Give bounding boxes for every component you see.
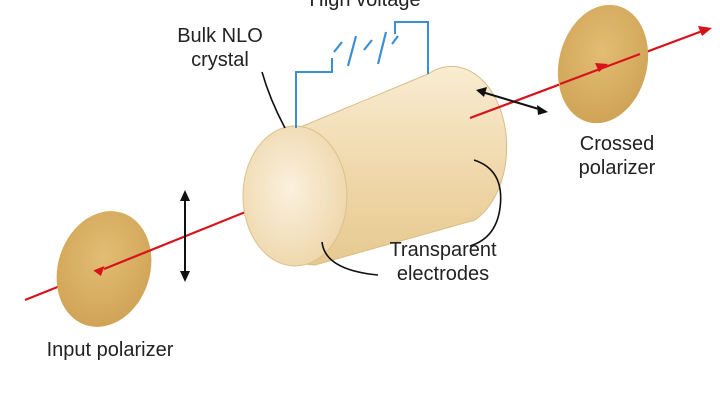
beam-arrowhead-exit <box>698 26 712 36</box>
electrodes-leader-line <box>321 241 379 276</box>
crossed-polarizer-line2: polarizer <box>578 157 656 179</box>
high-voltage-text: High voltage <box>309 0 421 11</box>
crossed-polarizer-label: Crossed polarizer <box>552 132 682 180</box>
crystal-leader-line <box>261 71 286 129</box>
electrodes-label: Transparent electrodes <box>368 238 518 286</box>
input-polarizer-text: Input polarizer <box>46 339 174 361</box>
electrodes-line1: Transparent <box>389 239 497 261</box>
electrodes-leader-line-2 <box>469 159 502 247</box>
battery-symbol-icon <box>333 31 399 67</box>
beam-arrowhead-input <box>93 265 105 277</box>
crystal-label: Bulk NLO crystal <box>150 24 290 72</box>
input-polarizer-label: Input polarizer <box>20 338 200 362</box>
beam-arrowhead-polarizer <box>595 63 608 72</box>
double-arrow-diagonal-icon <box>476 87 548 115</box>
crystal-label-line2: crystal <box>191 49 249 71</box>
high-voltage-wiring <box>295 21 429 128</box>
electrodes-line2: electrodes <box>396 263 490 285</box>
crystal-front-face <box>242 125 348 267</box>
double-arrow-vertical-icon <box>180 190 190 282</box>
crossed-polarizer-line1: Crossed <box>579 133 655 155</box>
crystal-label-line1: Bulk NLO <box>177 25 263 47</box>
high-voltage-label: High voltage <box>290 0 440 12</box>
